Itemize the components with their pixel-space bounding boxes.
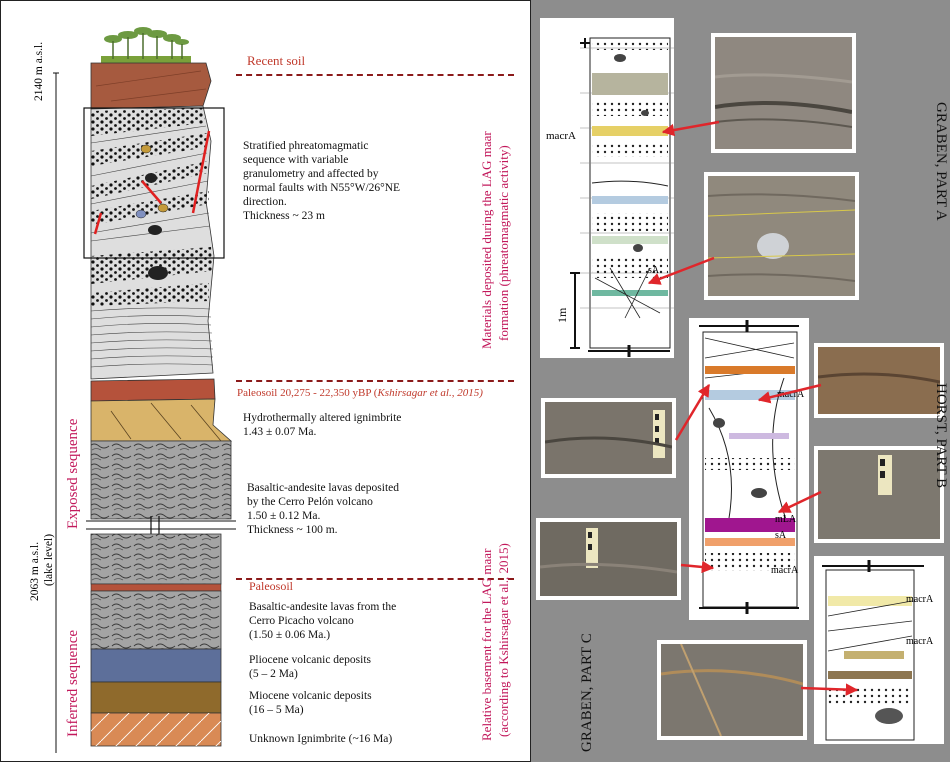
stratified-line: normal faults with N55°W/26°NE: [243, 181, 453, 195]
layer-paleosoil-upper: [91, 379, 215, 401]
arrows-overlay: [531, 0, 950, 762]
picacho-description: Basaltic-andesite lavas from the Cerro P…: [249, 600, 396, 642]
lag-maar-materials-line1: Materials deposited during the LAG maar: [479, 131, 495, 349]
layer-miocene: [91, 682, 221, 713]
recent-soil-label: Recent soil: [247, 54, 305, 68]
ignimbrite-description: Hydrothermally altered ignimbrite 1.43 ±…: [243, 411, 401, 439]
divider-paleosoil: [236, 380, 514, 382]
unknown-ignimbrite-description: Unknown Ignimbrite (~16 Ma): [249, 732, 392, 746]
exposed-sequence-label: Exposed sequence: [65, 419, 82, 529]
stratified-line: Stratified phreatomagmatic: [243, 139, 453, 153]
arrow: [681, 565, 713, 568]
arrow: [649, 258, 714, 283]
lag-maar-materials-line2: formation (phreatomagmatic activity): [496, 145, 512, 341]
stratigraphic-column-panel: 2140 m a.s.l. 2063 m a.s.l. (lake level)…: [0, 0, 531, 762]
arrow: [663, 122, 719, 132]
arrow: [759, 385, 821, 400]
elevation-lake-note: (lake level): [43, 534, 55, 586]
stratified-line: granulometry and affected by: [243, 167, 453, 181]
inferred-sequence-label: Inferred sequence: [65, 630, 82, 737]
layer-paleosoil-lower: [91, 584, 221, 591]
paleosoil-lower-label: Paleosoil: [249, 579, 293, 593]
basement-line1: Relative basement for the LAG maar: [479, 549, 495, 741]
basement-line2: (according to Kshirsagar et al., 2015): [496, 543, 512, 737]
elevation-lake-label: 2063 m a.s.l.: [29, 542, 41, 601]
paleosoil-upper-label: Paleosoil 20,275 - 22,350 yBP (Kshirsaga…: [237, 386, 483, 400]
layer-picacho-lava: [91, 591, 221, 649]
arrow: [779, 492, 821, 512]
stratified-line: direction.: [243, 195, 453, 209]
stratified-description: Stratified phreatomagmatic sequence with…: [243, 139, 453, 223]
outcrop-photos-panel: macrA sA 1m GRABEN, PART A: [531, 0, 950, 762]
vegetation-icon: [101, 27, 191, 66]
layer-ignimbrite: [91, 399, 231, 441]
layer-pliocene: [91, 649, 221, 682]
stratified-line: sequence with variable: [243, 153, 453, 167]
arrow: [801, 688, 857, 690]
pliocene-description: Pliocene volcanic deposits (5 – 2 Ma): [249, 653, 371, 681]
stratified-line: Thickness ~ 23 m: [243, 209, 453, 223]
arrow: [676, 385, 709, 440]
layer-pelon-lava: [91, 441, 231, 519]
elevation-top-label: 2140 m a.s.l.: [33, 42, 45, 101]
pelon-description: Basaltic-andesite lavas deposited by the…: [247, 481, 399, 537]
miocene-description: Miocene volcanic deposits (16 – 5 Ma): [249, 689, 372, 717]
layer-recent-soil: [91, 63, 211, 109]
divider-recent-soil: [236, 74, 514, 76]
